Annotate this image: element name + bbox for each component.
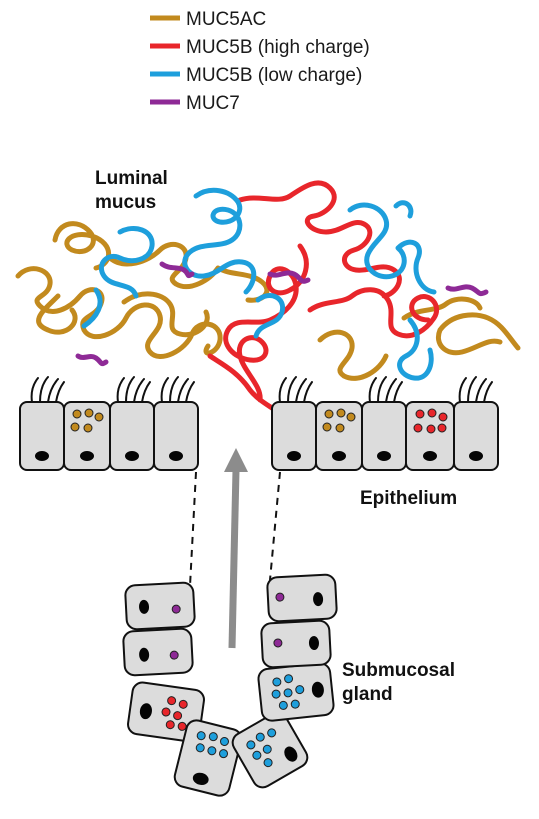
epithelium-left	[19, 401, 199, 471]
epithelium-right	[271, 401, 499, 471]
nucleus	[377, 451, 391, 461]
nucleus	[287, 451, 301, 461]
muc5b-high-granule	[437, 423, 447, 433]
legend: MUC5AC MUC5B (high charge) MUC5B (low ch…	[150, 9, 370, 114]
nucleus	[423, 451, 437, 461]
muc5ac-granule	[84, 408, 94, 418]
epithelial-cell	[153, 401, 199, 471]
muc5ac-granule	[322, 422, 332, 432]
muc5ac-strand	[15, 221, 270, 359]
muc5b-high-granule	[415, 409, 425, 419]
legend-label-muc5ac: MUC5AC	[186, 9, 266, 30]
muc5b-high-granule	[438, 412, 448, 422]
muc5b-low-strand	[81, 187, 437, 381]
duct-line-right	[269, 471, 281, 581]
nucleus	[35, 451, 49, 461]
submucosal-gland-label-line2: gland	[342, 684, 393, 705]
legend-item-muc5b-high: MUC5B (high charge)	[150, 37, 370, 58]
arrow-shaft	[228, 469, 240, 649]
muc5ac-granule	[94, 412, 104, 422]
muc5ac-granule	[324, 409, 334, 419]
legend-item-muc5b-low: MUC5B (low charge)	[150, 65, 362, 86]
gland-cell-muc5b-low	[173, 719, 243, 797]
muc5b-high-granule	[427, 408, 437, 418]
nucleus	[169, 451, 183, 461]
duct-line-left	[189, 471, 197, 587]
muc7-strand-1	[159, 261, 195, 279]
muc5ac-granule	[336, 408, 346, 418]
luminal-mucus-label-line1: Luminal	[95, 168, 168, 189]
legend-label-muc7: MUC7	[186, 93, 240, 114]
mucus-network	[15, 180, 521, 411]
secretion-arrow	[224, 448, 248, 649]
muc5ac-granule	[83, 423, 93, 433]
nucleus	[125, 451, 139, 461]
muc5ac-granule	[72, 409, 82, 419]
legend-label-muc5b-high: MUC5B (high charge)	[186, 37, 370, 58]
gland-cell-muc7	[124, 581, 196, 631]
gland-cell-muc7	[266, 573, 338, 623]
muc5b-high-granule	[413, 423, 423, 433]
luminal-mucus-label-line2: mucus	[95, 192, 156, 213]
gland-cell-muc7	[122, 627, 194, 677]
muc7-strand-2	[267, 270, 311, 284]
legend-item-muc5ac: MUC5AC	[150, 9, 266, 30]
nucleus	[80, 451, 94, 461]
muc5b-high-granule	[426, 424, 436, 434]
muc5b-high-strand	[207, 180, 440, 411]
gland-cell-muc5b-low	[257, 662, 335, 722]
gland-cell-muc5b-high	[127, 681, 205, 743]
epithelium-label: Epithelium	[360, 488, 457, 509]
nucleus	[332, 451, 346, 461]
muc5ac-granule	[335, 423, 345, 433]
nucleus	[469, 451, 483, 461]
submucosal-gland	[122, 573, 338, 797]
muc7-strand-3	[75, 353, 109, 367]
gland-duct-lines	[189, 471, 281, 587]
muc5ac-granule	[70, 422, 80, 432]
epithelial-cell	[453, 401, 499, 471]
muc5ac-granule	[346, 412, 356, 422]
submucosal-gland-label-line1: Submucosal	[342, 660, 455, 681]
legend-label-muc5b-low: MUC5B (low charge)	[186, 65, 362, 86]
gland-cell-muc7	[260, 619, 332, 669]
gland-cell-muc5b-low	[231, 711, 309, 789]
muc5ac-strand-2	[36, 291, 521, 381]
muc7-strand-4	[445, 284, 489, 297]
arrow-head	[224, 448, 248, 472]
legend-item-muc7: MUC7	[150, 93, 240, 114]
cilia	[30, 376, 493, 403]
